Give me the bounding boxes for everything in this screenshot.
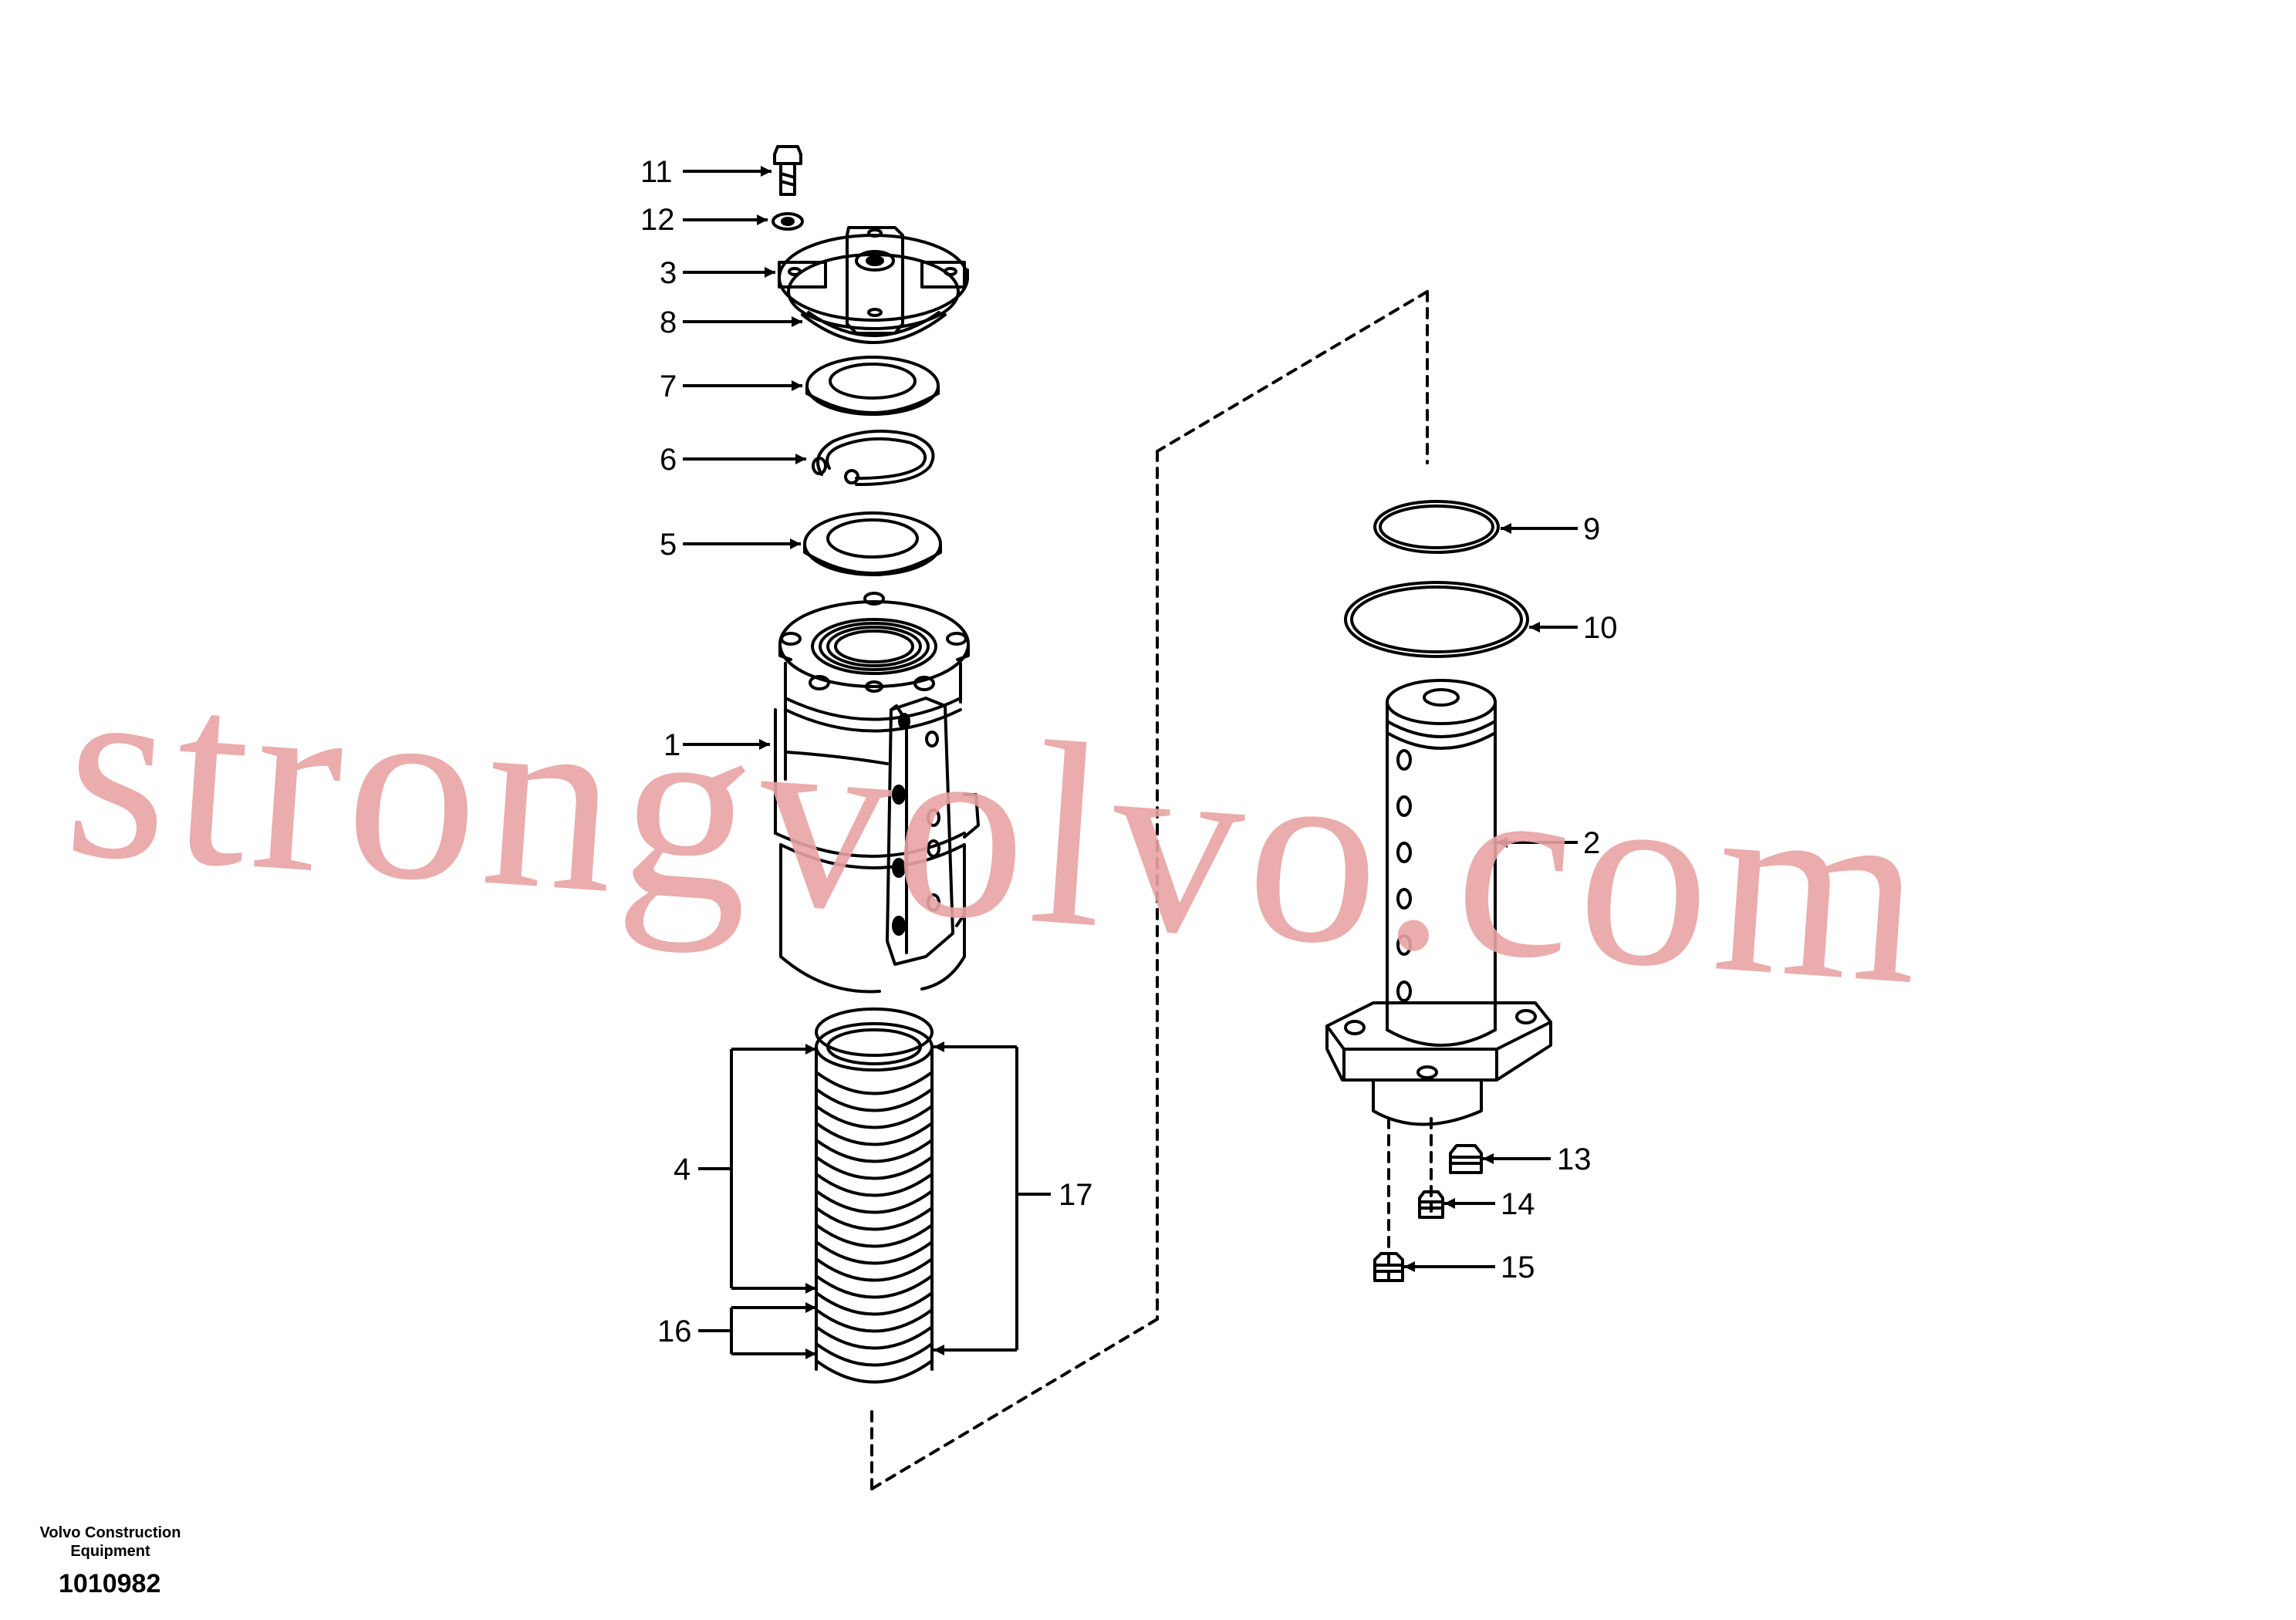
callout-15: 15 xyxy=(1501,1250,1535,1284)
part-8-o-ring xyxy=(801,311,947,344)
part-11-bolt xyxy=(773,145,802,196)
callout-11: 11 xyxy=(640,155,673,189)
callout-9: 9 xyxy=(1583,512,1600,546)
callout-3: 3 xyxy=(660,256,677,290)
part-12-washer xyxy=(772,212,804,231)
callout-2: 2 xyxy=(1583,826,1600,860)
callout-10: 10 xyxy=(1583,611,1618,645)
callout-7: 7 xyxy=(660,370,677,403)
callout-14: 14 xyxy=(1501,1187,1535,1221)
callout-1: 1 xyxy=(663,728,680,762)
part-15-plug xyxy=(1373,1252,1404,1282)
part-9-o-ring xyxy=(1373,500,1500,554)
callout-6: 6 xyxy=(660,443,677,477)
part-1-swivel-body xyxy=(774,592,980,994)
callout-8: 8 xyxy=(660,305,677,339)
part-7-ring xyxy=(805,356,940,416)
leader-17 xyxy=(934,1041,1051,1355)
leader-4 xyxy=(698,1044,816,1294)
parts-4-16-17-seal-stack xyxy=(815,1007,934,1384)
callout-13: 13 xyxy=(1557,1142,1592,1176)
callout-12: 12 xyxy=(640,203,675,237)
drawing-number: 1010982 xyxy=(59,1569,161,1598)
leader-16 xyxy=(698,1302,816,1359)
callout-17: 17 xyxy=(1059,1178,1093,1212)
part-14-plug xyxy=(1418,1190,1444,1219)
callout-16: 16 xyxy=(657,1315,692,1348)
manufacturer-name-line2: Equipment xyxy=(70,1543,150,1560)
part-2-center-shaft xyxy=(1325,679,1552,1126)
alignment-dashed-line xyxy=(870,290,1433,1490)
part-13-plug xyxy=(1449,1144,1483,1174)
seal-rings-repeated xyxy=(815,1071,934,1384)
part-6-snap-ring xyxy=(812,429,935,486)
callout-5: 5 xyxy=(660,528,677,562)
callout-4: 4 xyxy=(674,1153,690,1186)
manufacturer-name-line1: Volvo Construction xyxy=(39,1524,181,1541)
part-5-ring xyxy=(803,511,942,576)
part-10-o-ring xyxy=(1344,581,1529,658)
